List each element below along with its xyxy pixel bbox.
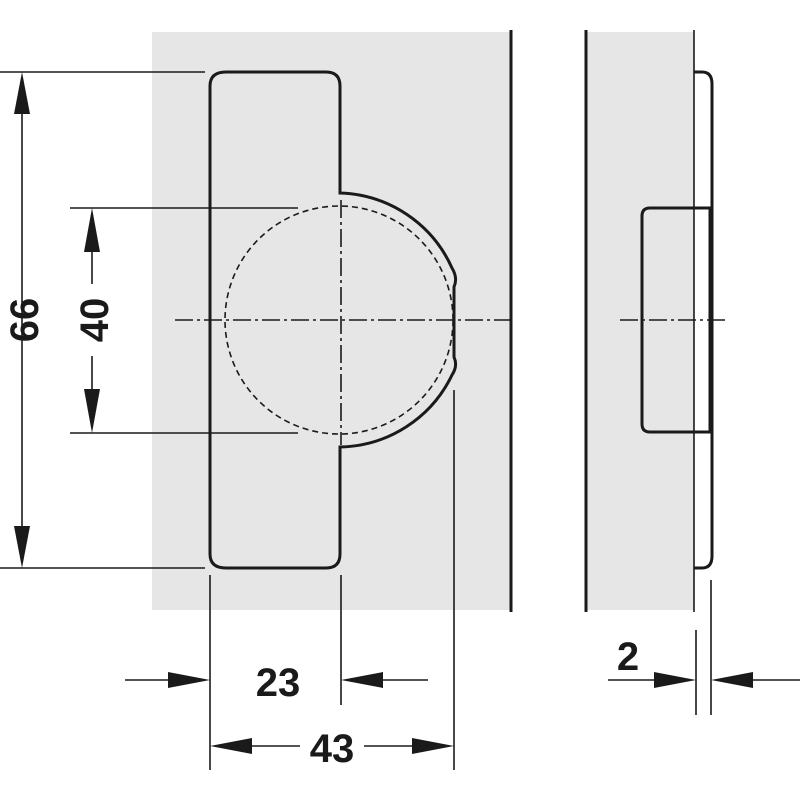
hinge-body-side [640,206,712,434]
arrow-right [412,738,454,754]
cabinet-panel [152,32,510,610]
arrow-right [168,672,210,688]
dimension-40-label: 40 [73,298,117,343]
dimension-43-label: 43 [310,727,355,771]
arrow-left [210,738,252,754]
dimension-66: 66 [0,71,205,569]
dimension-23-label: 23 [256,661,301,705]
front-view [152,30,513,612]
dimension-66-label: 66 [3,298,47,343]
dimension-2: 2 [608,580,800,715]
dimension-43: 43 [210,390,455,771]
arrow-up [84,208,100,252]
arrow-right [654,672,696,688]
side-panel [586,32,694,610]
mounting-plate-outline [208,70,458,570]
arrow-down [84,389,100,433]
side-view [584,30,726,612]
arrow-up [14,72,30,114]
arrow-left [341,672,383,688]
dimension-2-label: 2 [617,635,639,679]
dimension-40: 40 [70,207,298,434]
arrow-down [14,526,30,568]
dimension-23: 23 [125,575,428,770]
arrow-left [711,672,753,688]
